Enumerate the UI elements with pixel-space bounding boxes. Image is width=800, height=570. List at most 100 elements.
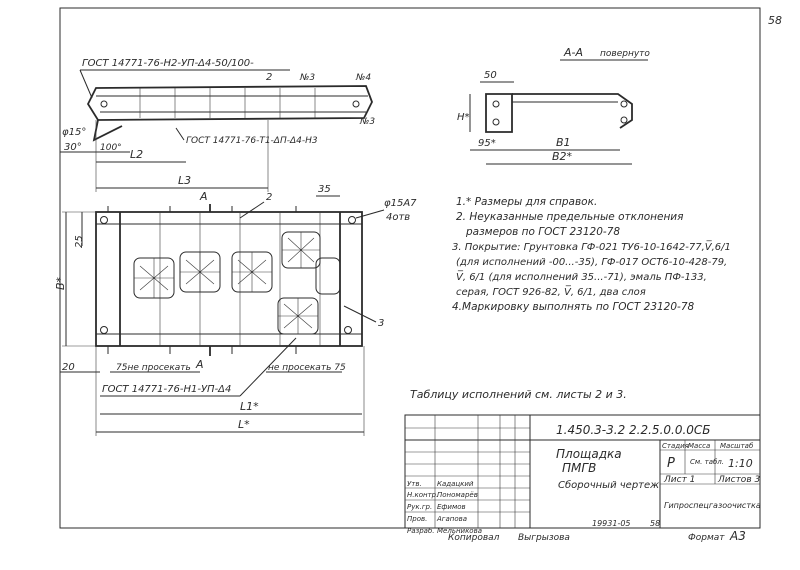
plan-label-2: 2 <box>266 192 272 203</box>
section-profile <box>512 93 633 129</box>
grating-mesh <box>278 298 318 334</box>
table-note: Таблицу исполнений см. листы 2 и 3. <box>410 388 627 401</box>
inventory-number: 19931-05 <box>592 519 631 528</box>
dim-50: 50 <box>484 70 497 81</box>
hole-count: 4отв <box>386 212 410 223</box>
name-4: Агапова <box>436 515 467 523</box>
top-view-outline <box>86 85 373 121</box>
product-name-2: ПМГВ <box>562 461 596 475</box>
section-mark-bottom: А <box>195 358 204 371</box>
mounting-hole <box>348 216 356 224</box>
note-line-1: 1.* Размеры для справок. <box>456 196 597 208</box>
footer: Копировал Выгрызова 19931-05 58 Формат А… <box>448 519 746 543</box>
col-mass: Масса <box>688 442 710 450</box>
grating-mesh <box>282 232 320 268</box>
product-name-1: Площадка <box>556 447 622 461</box>
dim-L1: L1* <box>240 400 259 413</box>
role-4: Пров. <box>407 515 427 523</box>
notes-block: 1.* Размеры для справок. 2. Неуказанные … <box>452 196 731 313</box>
role-1: Утв. <box>407 480 422 488</box>
plan-view: А 2 35 φ15А7 4отв 3 25 В* 20 75не просек… <box>54 184 417 436</box>
grating-mesh <box>134 258 174 298</box>
role-3: Рук.гр. <box>407 503 432 511</box>
scale-value: 1:10 <box>728 457 753 470</box>
outer-frame <box>59 7 761 529</box>
angle-label: φ15° <box>62 127 86 138</box>
leader <box>355 209 385 219</box>
section-hole <box>620 100 628 108</box>
dim-H: Н* <box>457 112 470 123</box>
mounting-hole <box>344 326 352 334</box>
plan-outer-frame <box>95 211 363 347</box>
note-line-4: 3. Покрытие: Грунтовка ГФ-021 ТУ6-10-164… <box>452 240 731 253</box>
dim-95: 95* <box>478 138 496 149</box>
plan-gost-callout: ГОСТ 14771-76-Н1-УП-Δ4 <box>102 384 231 395</box>
note-right: не просекать 75 <box>268 363 346 373</box>
dim-20: 20 <box>62 362 75 373</box>
angle-30: 30° <box>64 142 82 153</box>
doc-code: 1.450.3-3.2 2.2.5.0.0.0СБ <box>556 423 711 437</box>
copier-name: Выгрызова <box>518 533 570 543</box>
col-scale: Масштаб <box>720 442 754 450</box>
marker-n3: №3 <box>299 73 315 83</box>
name-3: Ефимов <box>437 503 466 511</box>
section-mark-top: А <box>199 190 208 203</box>
grating-mesh <box>232 252 272 292</box>
section-title: А-А <box>563 46 583 59</box>
dim-B1: В1 <box>556 136 571 149</box>
dim-100: 100° <box>100 143 122 153</box>
dim-L2: L2 <box>130 148 143 161</box>
name-2: Пономарёв <box>437 491 478 499</box>
top-gost-callout-2: ГОСТ 14771-76-Т1-ΔП-Δ4-Н3 <box>186 136 318 146</box>
hole-size: φ15А7 <box>384 198 417 209</box>
leader <box>239 201 265 219</box>
mounting-hole <box>100 216 108 224</box>
dim-L: L* <box>238 418 250 431</box>
role-2: Н.контр. <box>407 491 438 499</box>
leader <box>175 127 185 141</box>
top-view-hole <box>100 100 108 108</box>
copied-label: Копировал <box>448 533 500 543</box>
format-value: А3 <box>729 529 746 543</box>
col-stage: Стадия <box>662 442 689 450</box>
note-line-6: V̅, 6/1 (для исполнений 35...-71), эмаль… <box>456 270 707 283</box>
stage-value: Р <box>667 456 675 471</box>
title-block: Утв. Н.контр. Рук.гр. Пров. Разраб. Када… <box>405 415 761 535</box>
organization: Гипроспецгазоочистка <box>664 501 761 510</box>
dim-35: 35 <box>318 184 331 195</box>
dim-25: 25 <box>74 235 85 248</box>
grating-mesh <box>180 252 220 292</box>
dim-B2: В2* <box>552 150 573 163</box>
note-line-5: (для исполнений -00...-35), ГФ-017 ОСТ6-… <box>456 257 727 268</box>
note-line-8: 4.Маркировку выполнять по ГОСТ 23120-78 <box>452 301 695 313</box>
top-view: ГОСТ 14771-76-Н2-УП-Δ4-50/100- 2 №3 №4 №… <box>60 58 375 192</box>
marker-2: 2 <box>266 72 272 83</box>
leader <box>79 69 93 99</box>
footer-page: 58 <box>650 519 660 528</box>
top-view-hole <box>352 100 360 108</box>
marker-n3-right: №3 <box>359 117 375 127</box>
note-line-3: размеров по ГОСТ 23120-78 <box>465 226 620 238</box>
dim-B: В* <box>54 276 67 290</box>
marker-n4: №4 <box>355 73 371 83</box>
name-1: Кадацкий <box>437 480 474 488</box>
top-gost-callout: ГОСТ 14771-76-Н2-УП-Δ4-50/100- <box>82 58 254 69</box>
name-5: Мельникова <box>437 527 482 535</box>
section-hole <box>620 116 628 124</box>
doc-type: Сборочный чертеж <box>558 479 659 491</box>
section-hole <box>492 100 500 108</box>
format-label: Формат <box>688 533 725 543</box>
note-line-2: 2. Неуказанные предельные отклонения <box>456 211 683 223</box>
section-left-bracket <box>485 93 513 133</box>
mass-value: См. табл. <box>690 458 724 466</box>
sheets-total: Листов 3 <box>717 475 760 485</box>
grating-patch <box>315 257 341 295</box>
leader <box>343 305 377 323</box>
section-view: А-А повернуто 50 Н* 95* В1 В2* <box>457 46 650 165</box>
note-line-7: серая, ГОСТ 926-82, V̅, 6/1, два слоя <box>456 285 646 298</box>
title-block-frame <box>404 414 761 529</box>
sheet-number: 58 <box>768 14 782 27</box>
role-5: Разраб. <box>407 527 435 535</box>
